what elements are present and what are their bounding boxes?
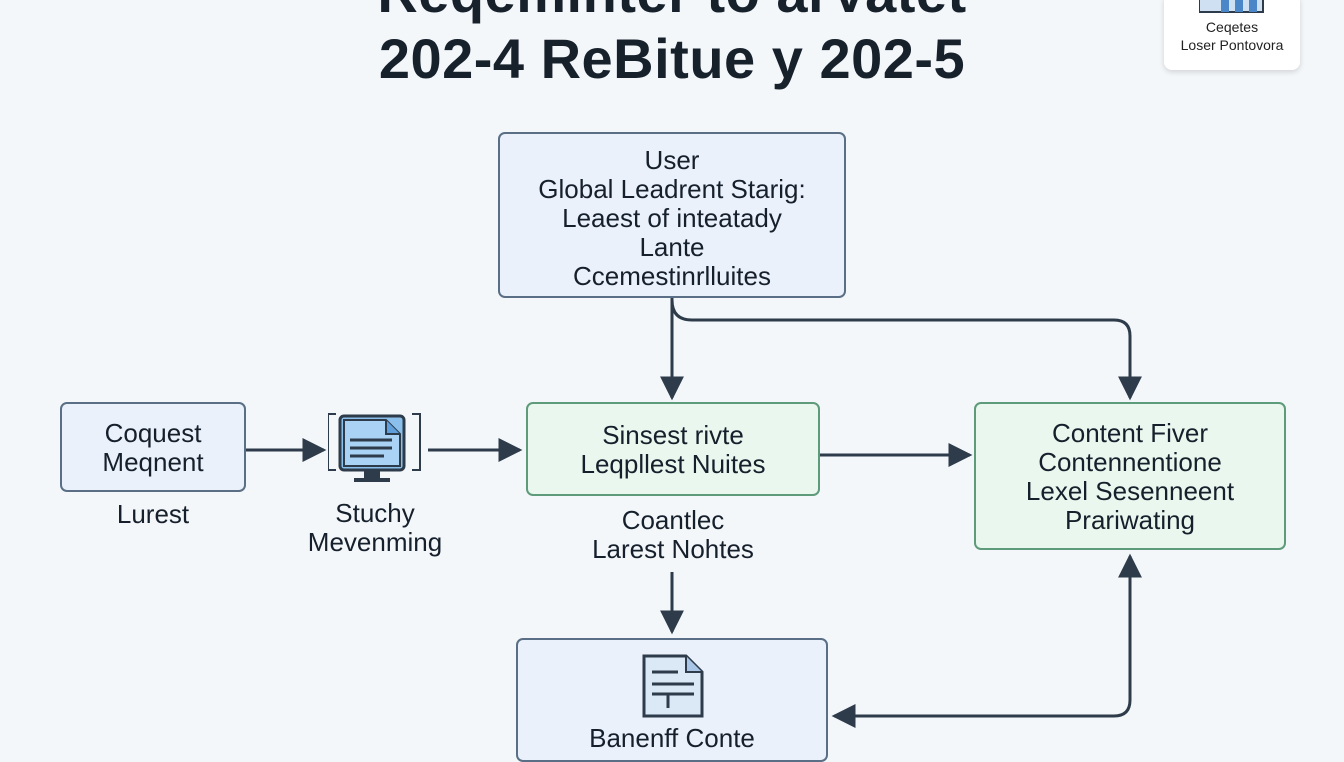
node-user-line-1: User bbox=[644, 145, 700, 175]
node-content: Content Fiver Contennentione Lexel Sesen… bbox=[974, 402, 1286, 550]
arrow-loop-content-banner bbox=[831, 553, 1142, 728]
arrow-user-to-content bbox=[670, 299, 1142, 401]
node-user-line-4: Lante bbox=[639, 232, 705, 262]
legend-line-1: Ceqetes bbox=[1205, 19, 1259, 35]
node-banner-line-1: Banenff Conte bbox=[589, 723, 755, 753]
legend-line-2: Loser Pontovora bbox=[1180, 37, 1284, 53]
node-content-line-1: Content Fiver bbox=[1051, 418, 1209, 448]
node-request: Coquest Meqnent bbox=[60, 402, 246, 492]
diagram-title-line-2: 202-4 ReBitue y 202-5 bbox=[378, 27, 966, 90]
label-lurest: Lurest bbox=[116, 499, 190, 529]
label-coantlec-line-1: Coantlec bbox=[621, 505, 725, 535]
node-session: Sinsest rivte Leqpllest Nuites bbox=[526, 402, 820, 496]
node-content-line-3: Lexel Sesenneent bbox=[1025, 476, 1235, 506]
node-banner: Banenff Conte bbox=[516, 638, 828, 762]
legend-card: Ceqetes Loser Pontovora bbox=[1164, 0, 1300, 70]
node-content-line-2: Contennentione bbox=[1038, 447, 1222, 477]
label-stuchy: Stuchy Mevenming bbox=[290, 499, 460, 557]
node-content-line-4: Prariwating bbox=[1064, 505, 1196, 535]
node-user: User Global Leadrent Starig: Leaest of i… bbox=[498, 132, 846, 298]
node-session-line-1: Sinsest rivte bbox=[602, 420, 744, 450]
node-user-line-2: Global Leadrent Starig: bbox=[538, 174, 806, 204]
monitor-document-icon bbox=[328, 413, 421, 482]
bar-chart-icon bbox=[1199, 0, 1264, 13]
node-session-line-2: Leqpllest Nuites bbox=[580, 449, 766, 479]
node-user-line-5: Ccemestinrlluites bbox=[573, 261, 771, 291]
label-coantlec: Coantlec Larest Nohtes bbox=[560, 506, 786, 564]
node-request-line-1: Coquest bbox=[104, 418, 202, 448]
diagram-title-line-1: Reqeminter to arVatet bbox=[0, 0, 1344, 24]
node-request-line-2: Meqnent bbox=[102, 447, 204, 477]
label-stuchy-line-2: Mevenming bbox=[307, 527, 443, 557]
node-user-line-3: Leaest of inteatady bbox=[562, 203, 782, 233]
label-coantlec-line-2: Larest Nohtes bbox=[592, 534, 754, 564]
document-icon bbox=[642, 654, 704, 718]
label-stuchy-line-1: Stuchy bbox=[335, 498, 415, 528]
